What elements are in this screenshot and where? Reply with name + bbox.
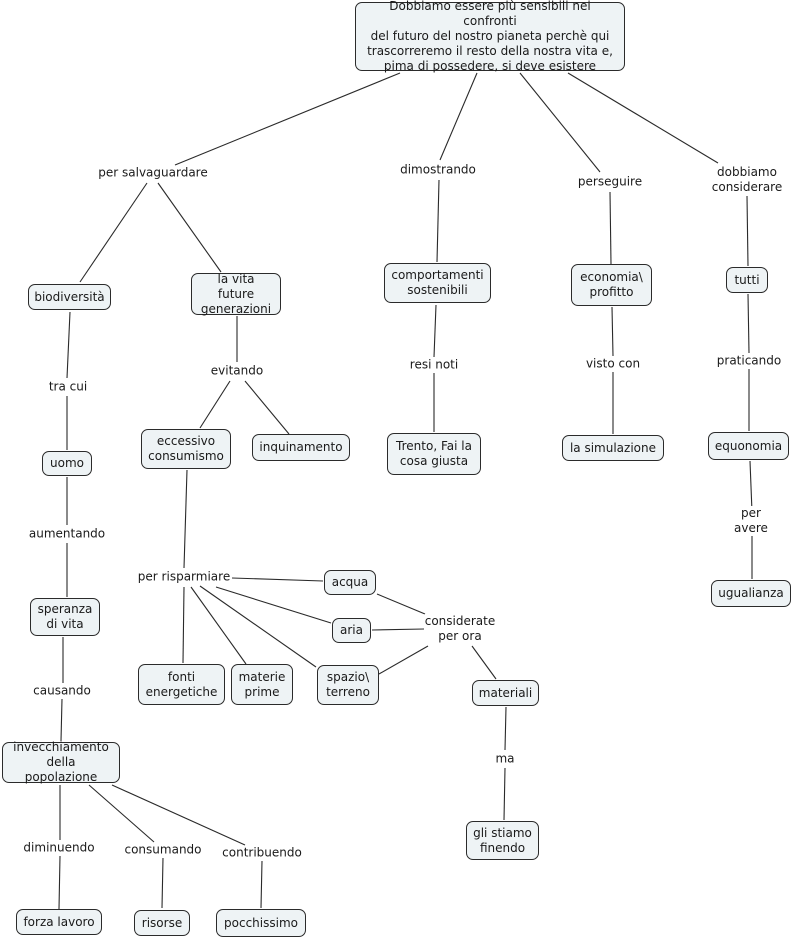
link-considerare: dobbiamo considerare [711,165,783,195]
connector [609,191,612,265]
concept-inquinamento[interactable]: inquinamento [252,434,350,461]
connector [436,179,440,263]
connector [567,72,719,164]
connector [58,855,61,910]
link-per-avere: per avere [730,506,772,536]
link-perseguire: perseguire [577,174,643,190]
concept-vita-future[interactable]: la vita future generazioni [191,272,281,316]
concept-pocchissimo[interactable]: pocchissimo [216,909,306,937]
connector [611,306,614,357]
connector [88,784,155,843]
connector [183,469,188,569]
link-causando: causando [33,683,91,699]
concept-fonti[interactable]: fonti energetiche [138,664,225,705]
connector [371,628,425,631]
root-concept[interactable]: Dobbiamo essere più sensibili nei confro… [355,0,625,73]
link-visto-con: visto con [585,356,641,372]
concept-economia[interactable]: economia\ profitto [571,264,652,306]
connector [182,586,185,664]
link-salvaguardare: per salvaguardare [98,165,208,181]
connector [504,706,507,751]
connector [111,784,246,846]
connector [190,586,247,665]
connector [174,72,401,166]
connector [66,311,71,379]
concept-trento[interactable]: Trento, Fai la cosa giusta [387,433,481,475]
connector [439,72,478,161]
connector [215,586,332,624]
concept-forza-lavoro[interactable]: forza lavoro [16,909,102,935]
connector [747,293,750,354]
link-contribuendo: contribuendo [222,845,302,861]
link-aumentando: aumentando [28,526,106,542]
link-consumando: consumando [124,842,202,858]
link-evitando: evitando [210,363,264,379]
concept-materie[interactable]: materie prime [231,664,293,705]
connector [161,857,164,909]
concept-biodiversita[interactable]: biodiversità [28,284,111,310]
connector [231,577,324,582]
connector [433,304,437,358]
concept-acqua[interactable]: acqua [324,570,376,595]
concept-risorse[interactable]: risorse [134,910,190,936]
link-praticando: praticando [716,353,782,369]
connector [199,380,231,429]
concept-comportamenti[interactable]: comportamenti sostenibili [384,263,491,303]
link-considerate: considerate per ora [424,614,496,644]
connector [244,380,290,435]
link-tra-cui: tra cui [48,379,88,395]
concept-simulazione[interactable]: la simulazione [562,435,664,461]
link-diminuendo: diminuendo [23,840,95,856]
connector [260,860,263,909]
concept-spazio[interactable]: spazio\ terreno [317,665,379,705]
connector [376,593,426,615]
connector [749,460,753,513]
connector [519,72,601,173]
connector [157,182,222,273]
connector [199,585,317,668]
connector [79,182,148,283]
link-resi-noti: resi noti [409,357,459,373]
concept-uomo[interactable]: uomo [42,451,92,476]
connector [60,698,63,742]
concept-ugualianza[interactable]: ugualianza [711,580,791,607]
concept-invecchiamento[interactable]: invecchiamento della popolazione [2,740,120,784]
link-risparmiare: per risparmiare [137,569,231,585]
concept-stiamo[interactable]: gli stiamo finendo [466,821,539,860]
concept-tutti[interactable]: tutti [726,267,768,293]
connector [471,645,497,680]
concept-eccessivo[interactable]: eccessivo consumismo [141,429,231,469]
concept-aria[interactable]: aria [332,618,371,643]
concept-equonomia[interactable]: equonomia [708,432,789,460]
link-dimostrando: dimostrando [400,162,476,178]
link-ma: ma [495,751,515,767]
connector [503,767,506,821]
connector [746,195,749,267]
concept-materiali[interactable]: materiali [472,680,539,706]
connector [378,645,429,675]
concept-speranza[interactable]: speranza di vita [30,598,100,636]
